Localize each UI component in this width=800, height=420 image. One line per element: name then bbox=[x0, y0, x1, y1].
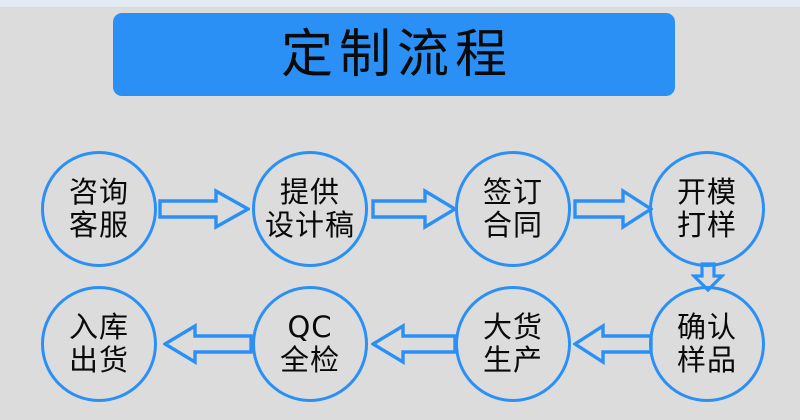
node-label-line2: 生产 bbox=[482, 343, 543, 377]
arrow-right-3-icon bbox=[573, 188, 653, 230]
flow-node-consult-service[interactable]: 咨询 客服 bbox=[41, 151, 157, 267]
flow-node-sign-contract[interactable]: 签订 合同 bbox=[455, 151, 571, 267]
node-label-line2: 全检 bbox=[279, 343, 340, 377]
node-label-line1: QC bbox=[287, 310, 333, 344]
node-label-line2: 打样 bbox=[676, 208, 737, 242]
flow-node-provide-design[interactable]: 提供 设计稿 bbox=[252, 151, 368, 267]
node-label-line2: 客服 bbox=[68, 208, 129, 242]
title-banner: 定制流程 bbox=[113, 13, 675, 96]
arrow-left-2-icon bbox=[371, 323, 457, 365]
node-label-line1: 咨询 bbox=[68, 175, 129, 209]
node-label-line1: 签订 bbox=[482, 175, 543, 209]
node-label-line1: 开模 bbox=[676, 175, 737, 209]
arrow-right-1-icon bbox=[158, 188, 250, 230]
arrow-left-1-icon bbox=[163, 323, 253, 365]
node-label-line1: 入库 bbox=[68, 310, 129, 344]
flow-node-mold-sample[interactable]: 开模 打样 bbox=[649, 151, 765, 267]
flow-node-qc-inspection[interactable]: QC 全检 bbox=[252, 286, 368, 402]
node-label-line2: 样品 bbox=[676, 343, 737, 377]
node-label-line1: 大货 bbox=[482, 310, 543, 344]
node-label-line1: 提供 bbox=[279, 175, 340, 209]
arrow-left-3-icon bbox=[573, 323, 653, 365]
flow-node-warehouse-shipment[interactable]: 入库 出货 bbox=[41, 286, 157, 402]
node-label-line2: 出货 bbox=[68, 343, 129, 377]
flow-node-bulk-production[interactable]: 大货 生产 bbox=[455, 286, 571, 402]
node-label-line1: 确认 bbox=[676, 310, 737, 344]
top-strip bbox=[0, 0, 800, 7]
arrow-down-1-icon bbox=[691, 262, 725, 292]
page-title: 定制流程 bbox=[280, 24, 513, 85]
arrow-right-2-icon bbox=[371, 188, 457, 230]
node-label-line2: 设计稿 bbox=[264, 208, 355, 242]
node-label-line2: 合同 bbox=[482, 208, 543, 242]
flow-node-confirm-sample[interactable]: 确认 样品 bbox=[649, 286, 765, 402]
